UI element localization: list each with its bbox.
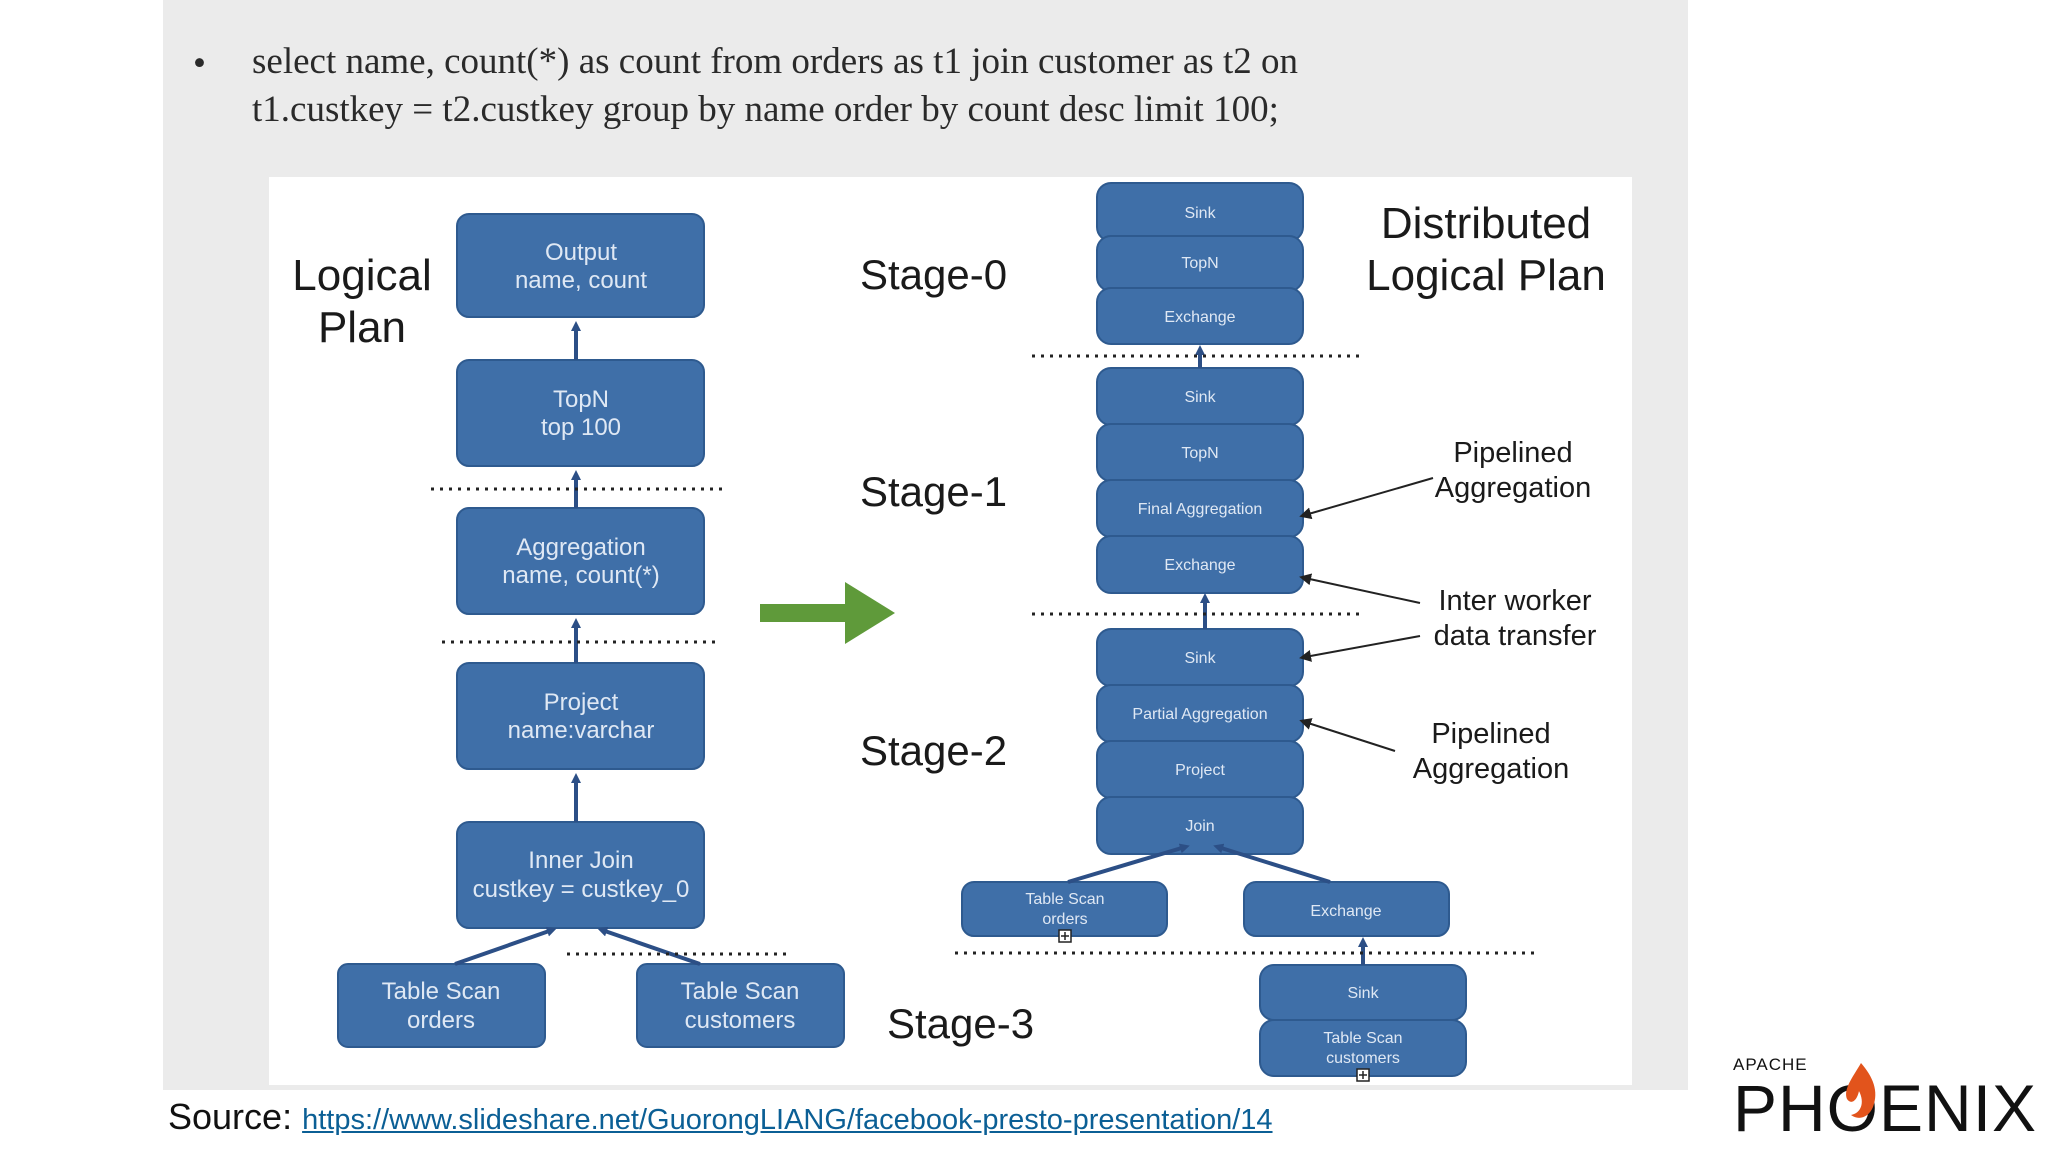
stage-2-label: Stage-2 — [860, 727, 1007, 774]
annotation-pipelined-1-line2: Aggregation — [1435, 472, 1591, 504]
svg-text:Final Aggregation: Final Aggregation — [1138, 501, 1263, 518]
stage2-partial-aggregation: Partial Aggregation — [1096, 684, 1304, 743]
logical-arrow-orders-join — [454, 926, 557, 966]
transform-arrow — [760, 582, 895, 644]
annotation-arrow-exchange — [1299, 573, 1421, 604]
dist-arrow-orders-join — [1067, 843, 1190, 884]
logical-node-topn: TopN top 100 — [456, 359, 705, 467]
logical-node-aggregation-line2: name, count(*) — [502, 562, 659, 589]
logical-node-topn-line2: top 100 — [541, 414, 621, 441]
dist-arrow-exchange-join — [1213, 843, 1331, 884]
query-line-1: select name, count(*) as count from orde… — [252, 41, 1298, 82]
annotation-pipelined-2-line2: Aggregation — [1413, 753, 1569, 785]
logical-node-project-line2: name:varchar — [508, 717, 655, 744]
logical-node-scan-customers-line2: customers — [685, 1007, 796, 1034]
svg-text:Exchange: Exchange — [1164, 557, 1235, 574]
svg-text:TopN: TopN — [1181, 255, 1218, 272]
svg-text:Sink: Sink — [1184, 389, 1216, 406]
distributed-plan-title-1: Distributed — [1381, 199, 1591, 248]
annotation-pipelined-1-line1: Pipelined — [1453, 437, 1572, 469]
svg-text:Sink: Sink — [1184, 650, 1216, 667]
logical-node-output-line1: Output — [545, 239, 617, 266]
query-line-2: t1.custkey = t2.custkey group by name or… — [252, 89, 1279, 130]
logo-phoenix-text: PHOENIX — [1733, 1071, 2038, 1145]
annotation-inter-worker-line1: Inter worker — [1438, 585, 1591, 617]
svg-text:Exchange: Exchange — [1310, 903, 1381, 920]
stage1-final-aggregation: Final Aggregation — [1096, 479, 1304, 538]
source-label: Source: — [168, 1096, 293, 1137]
annotation-arrow-partial-agg — [1299, 718, 1396, 752]
logical-node-project-line1: Project — [544, 689, 619, 716]
stage1-exchange: Exchange — [1096, 535, 1304, 594]
logical-node-aggregation: Aggregation name, count(*) — [456, 507, 705, 615]
logical-node-output: Output name, count — [456, 213, 705, 318]
apache-phoenix-logo: APACHE PHOENIX — [1733, 1055, 2036, 1155]
logical-node-output-line2: name, count — [515, 267, 647, 294]
stage2-project: Project — [1096, 740, 1304, 799]
stage3-sink: Sink — [1259, 964, 1467, 1021]
svg-text:Table Scan: Table Scan — [1025, 891, 1104, 908]
stage-0-label: Stage-0 — [860, 251, 1007, 298]
expand-marker-orders — [1058, 929, 1072, 943]
logical-node-scan-orders-line1: Table Scan — [382, 978, 501, 1005]
svg-text:Table Scan: Table Scan — [1323, 1030, 1402, 1047]
logical-node-join-line1: Inner Join — [528, 847, 633, 874]
bullet-dot: • — [193, 43, 206, 84]
stage1-sink: Sink — [1096, 367, 1304, 426]
stage-1-label: Stage-1 — [860, 468, 1007, 515]
logo-apache-text: APACHE — [1733, 1055, 1808, 1074]
annotation-arrow-final-agg — [1299, 477, 1434, 520]
logical-plan-title-1: Logical — [292, 251, 431, 300]
logical-node-project: Project name:varchar — [456, 662, 705, 770]
logical-node-scan-orders: Table Scan orders — [337, 963, 546, 1048]
stage1-topn: TopN — [1096, 423, 1304, 482]
source-link[interactable]: https://www.slideshare.net/GuorongLIANG/… — [302, 1104, 1273, 1136]
svg-text:Sink: Sink — [1184, 205, 1216, 222]
distributed-plan-title-2: Logical Plan — [1366, 251, 1606, 300]
svg-text:Partial Aggregation: Partial Aggregation — [1132, 706, 1267, 723]
phoenix-flame-icon — [1846, 1063, 1876, 1118]
logical-node-aggregation-line1: Aggregation — [516, 534, 645, 561]
stage0-sink: Sink — [1096, 182, 1304, 242]
logical-node-scan-orders-line2: orders — [407, 1007, 475, 1034]
svg-text:orders: orders — [1042, 911, 1087, 928]
annotation-arrow-sink — [1299, 635, 1421, 662]
svg-text:TopN: TopN — [1181, 445, 1218, 462]
logical-node-join-line2: custkey = custkey_0 — [473, 876, 690, 903]
svg-text:Exchange: Exchange — [1164, 309, 1235, 326]
annotation-pipelined-2-line1: Pipelined — [1431, 718, 1550, 750]
stage0-topn: TopN — [1096, 235, 1304, 292]
logical-node-inner-join: Inner Join custkey = custkey_0 — [456, 821, 705, 929]
stage2-sink: Sink — [1096, 628, 1304, 687]
stage2-scan-orders: Table Scan orders — [961, 881, 1168, 937]
annotation-inter-worker-line2: data transfer — [1434, 620, 1597, 652]
source-line: Source: https://www.slideshare.net/Guoro… — [168, 1096, 1273, 1138]
svg-text:Sink: Sink — [1347, 985, 1379, 1002]
logical-node-scan-customers-line1: Table Scan — [681, 978, 800, 1005]
svg-text:customers: customers — [1326, 1050, 1400, 1067]
expand-marker-customers — [1356, 1068, 1370, 1082]
stage3-scan-customers: Table Scan customers — [1259, 1019, 1467, 1077]
logical-plan-title-2: Plan — [318, 303, 406, 352]
stage-3-label: Stage-3 — [887, 1000, 1034, 1047]
logical-arrow-customers-join — [597, 926, 701, 966]
stage2-exchange: Exchange — [1243, 881, 1450, 937]
svg-text:Project: Project — [1175, 762, 1225, 779]
stage0-exchange: Exchange — [1096, 287, 1304, 345]
svg-text:Join: Join — [1185, 818, 1214, 835]
stage2-join: Join — [1096, 796, 1304, 855]
logical-node-scan-customers: Table Scan customers — [636, 963, 845, 1048]
logical-node-topn-line1: TopN — [553, 386, 609, 413]
